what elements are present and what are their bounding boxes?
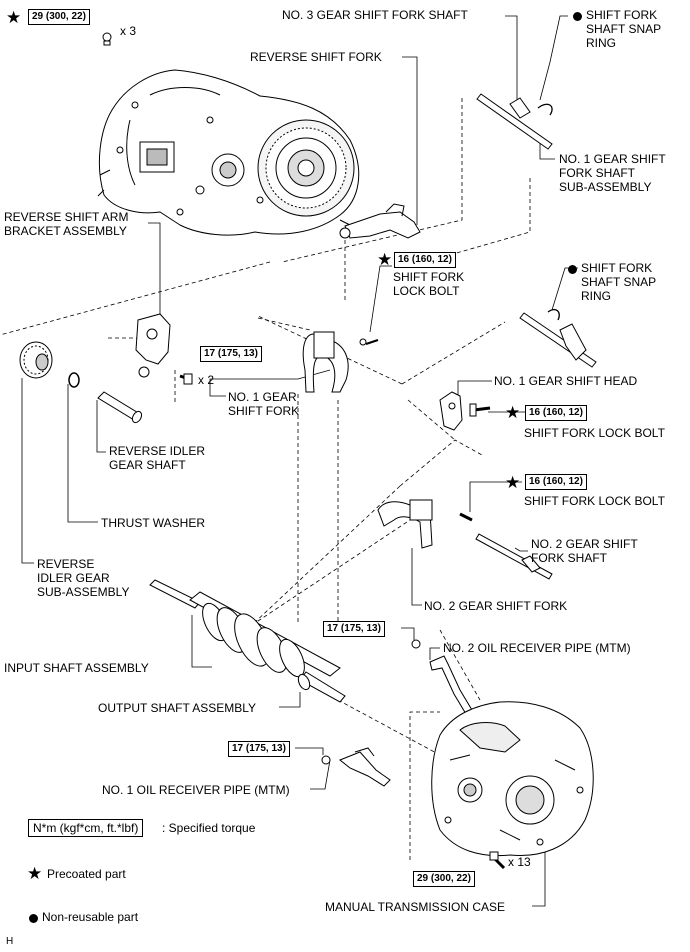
torque-box-5: 16 (160, 12): [525, 474, 587, 490]
label-no2-oil-pipe: NO. 2 OIL RECEIVER PIPE (MTM): [443, 641, 631, 655]
label-no1-shift-fork: NO. 1 GEAR SHIFT FORK: [228, 390, 300, 418]
torque-box-4: 16 (160, 12): [525, 405, 587, 421]
transmission-case-part: [431, 701, 594, 870]
label-trans-case: MANUAL TRANSMISSION CASE: [325, 900, 506, 914]
figure-code: H: [6, 936, 14, 947]
label-output-shaft: OUTPUT SHAFT ASSEMBLY: [98, 701, 257, 715]
torque-box-8: 29 (300, 22): [413, 871, 475, 887]
legend-precoated: Precoated part: [47, 867, 126, 881]
precoated-star-icon: ★: [6, 8, 22, 27]
legend-torque-desc: : Specified torque: [162, 821, 256, 835]
label-reverse-idler-gear: REVERSE IDLER GEAR SUB-ASSEMBLY: [37, 557, 130, 599]
quantity-2: x 2: [198, 373, 215, 387]
transaxle-housing: [97, 69, 360, 236]
no1-shift-fork-part: [302, 331, 379, 393]
torque-box-2: 16 (160, 12): [394, 252, 456, 268]
no1-oil-pipe-part: [321, 747, 391, 787]
non-reusable-dot-icon: [29, 914, 38, 923]
non-reusable-dot-icon: [573, 12, 582, 21]
precoated-star-icon: ★: [505, 473, 521, 492]
no1-shift-head-part: [439, 391, 491, 431]
precoated-star-icon: ★: [505, 403, 521, 422]
precoated-star-icon: ★: [377, 250, 393, 269]
label-reverse-idler-shaft: REVERSE IDLER GEAR SHAFT: [109, 444, 206, 472]
reverse-arm-bracket-part: [135, 313, 193, 385]
torque-box-1: 29 (300, 22): [28, 9, 90, 25]
top-bolt-part: [102, 32, 112, 46]
label-lock-bolt-1: SHIFT FORK LOCK BOLT: [393, 270, 465, 298]
torque-box-6: 17 (175, 13): [323, 621, 385, 637]
quantity-1: x 3: [120, 24, 137, 38]
reverse-idler-gear-part: [19, 341, 53, 379]
reverse-shift-fork-part: [339, 203, 421, 239]
no2-shift-fork-part: [377, 499, 473, 549]
label-reverse-arm-bracket: REVERSE SHIFT ARM BRACKET ASSEMBLY: [4, 210, 129, 238]
legend-torque-box: N*m (kgf*cm, ft.*lbf): [28, 819, 144, 837]
label-snap-ring-top: SHIFT FORK SHAFT SNAP RING: [586, 8, 662, 50]
label-no1-oil-pipe: NO. 1 OIL RECEIVER PIPE (MTM): [102, 783, 290, 797]
quantity-3: x 13: [508, 855, 531, 869]
non-reusable-dot-icon: [568, 265, 577, 274]
label-lock-bolt-2: SHIFT FORK LOCK BOLT: [524, 426, 665, 440]
label-no1-fork-shaft: NO. 1 GEAR SHIFT FORK SHAFT SUB-ASSEMBLY: [559, 152, 666, 194]
reverse-idler-shaft-part: [97, 391, 143, 424]
label-reverse-shift-fork: REVERSE SHIFT FORK: [250, 50, 382, 64]
legend-non-reusable: Non-reusable part: [42, 910, 139, 924]
label-no2-shift-fork: NO. 2 GEAR SHIFT FORK: [424, 599, 568, 613]
label-snap-ring-mid: SHIFT FORK SHAFT SNAP RING: [581, 261, 657, 303]
label-lock-bolt-3: SHIFT FORK LOCK BOLT: [524, 494, 665, 508]
torque-box-3: 17 (175, 13): [200, 346, 262, 362]
no1-fork-shaft-part: [519, 308, 597, 368]
label-thrust-washer: THRUST WASHER: [101, 516, 206, 530]
torque-box-7: 17 (175, 13): [228, 741, 290, 757]
label-no1-shift-head: NO. 1 GEAR SHIFT HEAD: [494, 374, 638, 388]
label-input-shaft: INPUT SHAFT ASSEMBLY: [4, 661, 149, 675]
label-no2-fork-shaft: NO. 2 GEAR SHIFT FORK SHAFT: [531, 537, 638, 565]
shaft-assembly-part: [149, 579, 346, 703]
no3-fork-shaft-part: [476, 93, 553, 150]
precoated-star-icon: ★: [27, 864, 43, 883]
label-no3-fork-shaft: NO. 3 GEAR SHIFT FORK SHAFT: [282, 8, 468, 22]
no2-fork-shaft-part: [475, 533, 553, 580]
thrust-washer-part: [68, 372, 80, 388]
